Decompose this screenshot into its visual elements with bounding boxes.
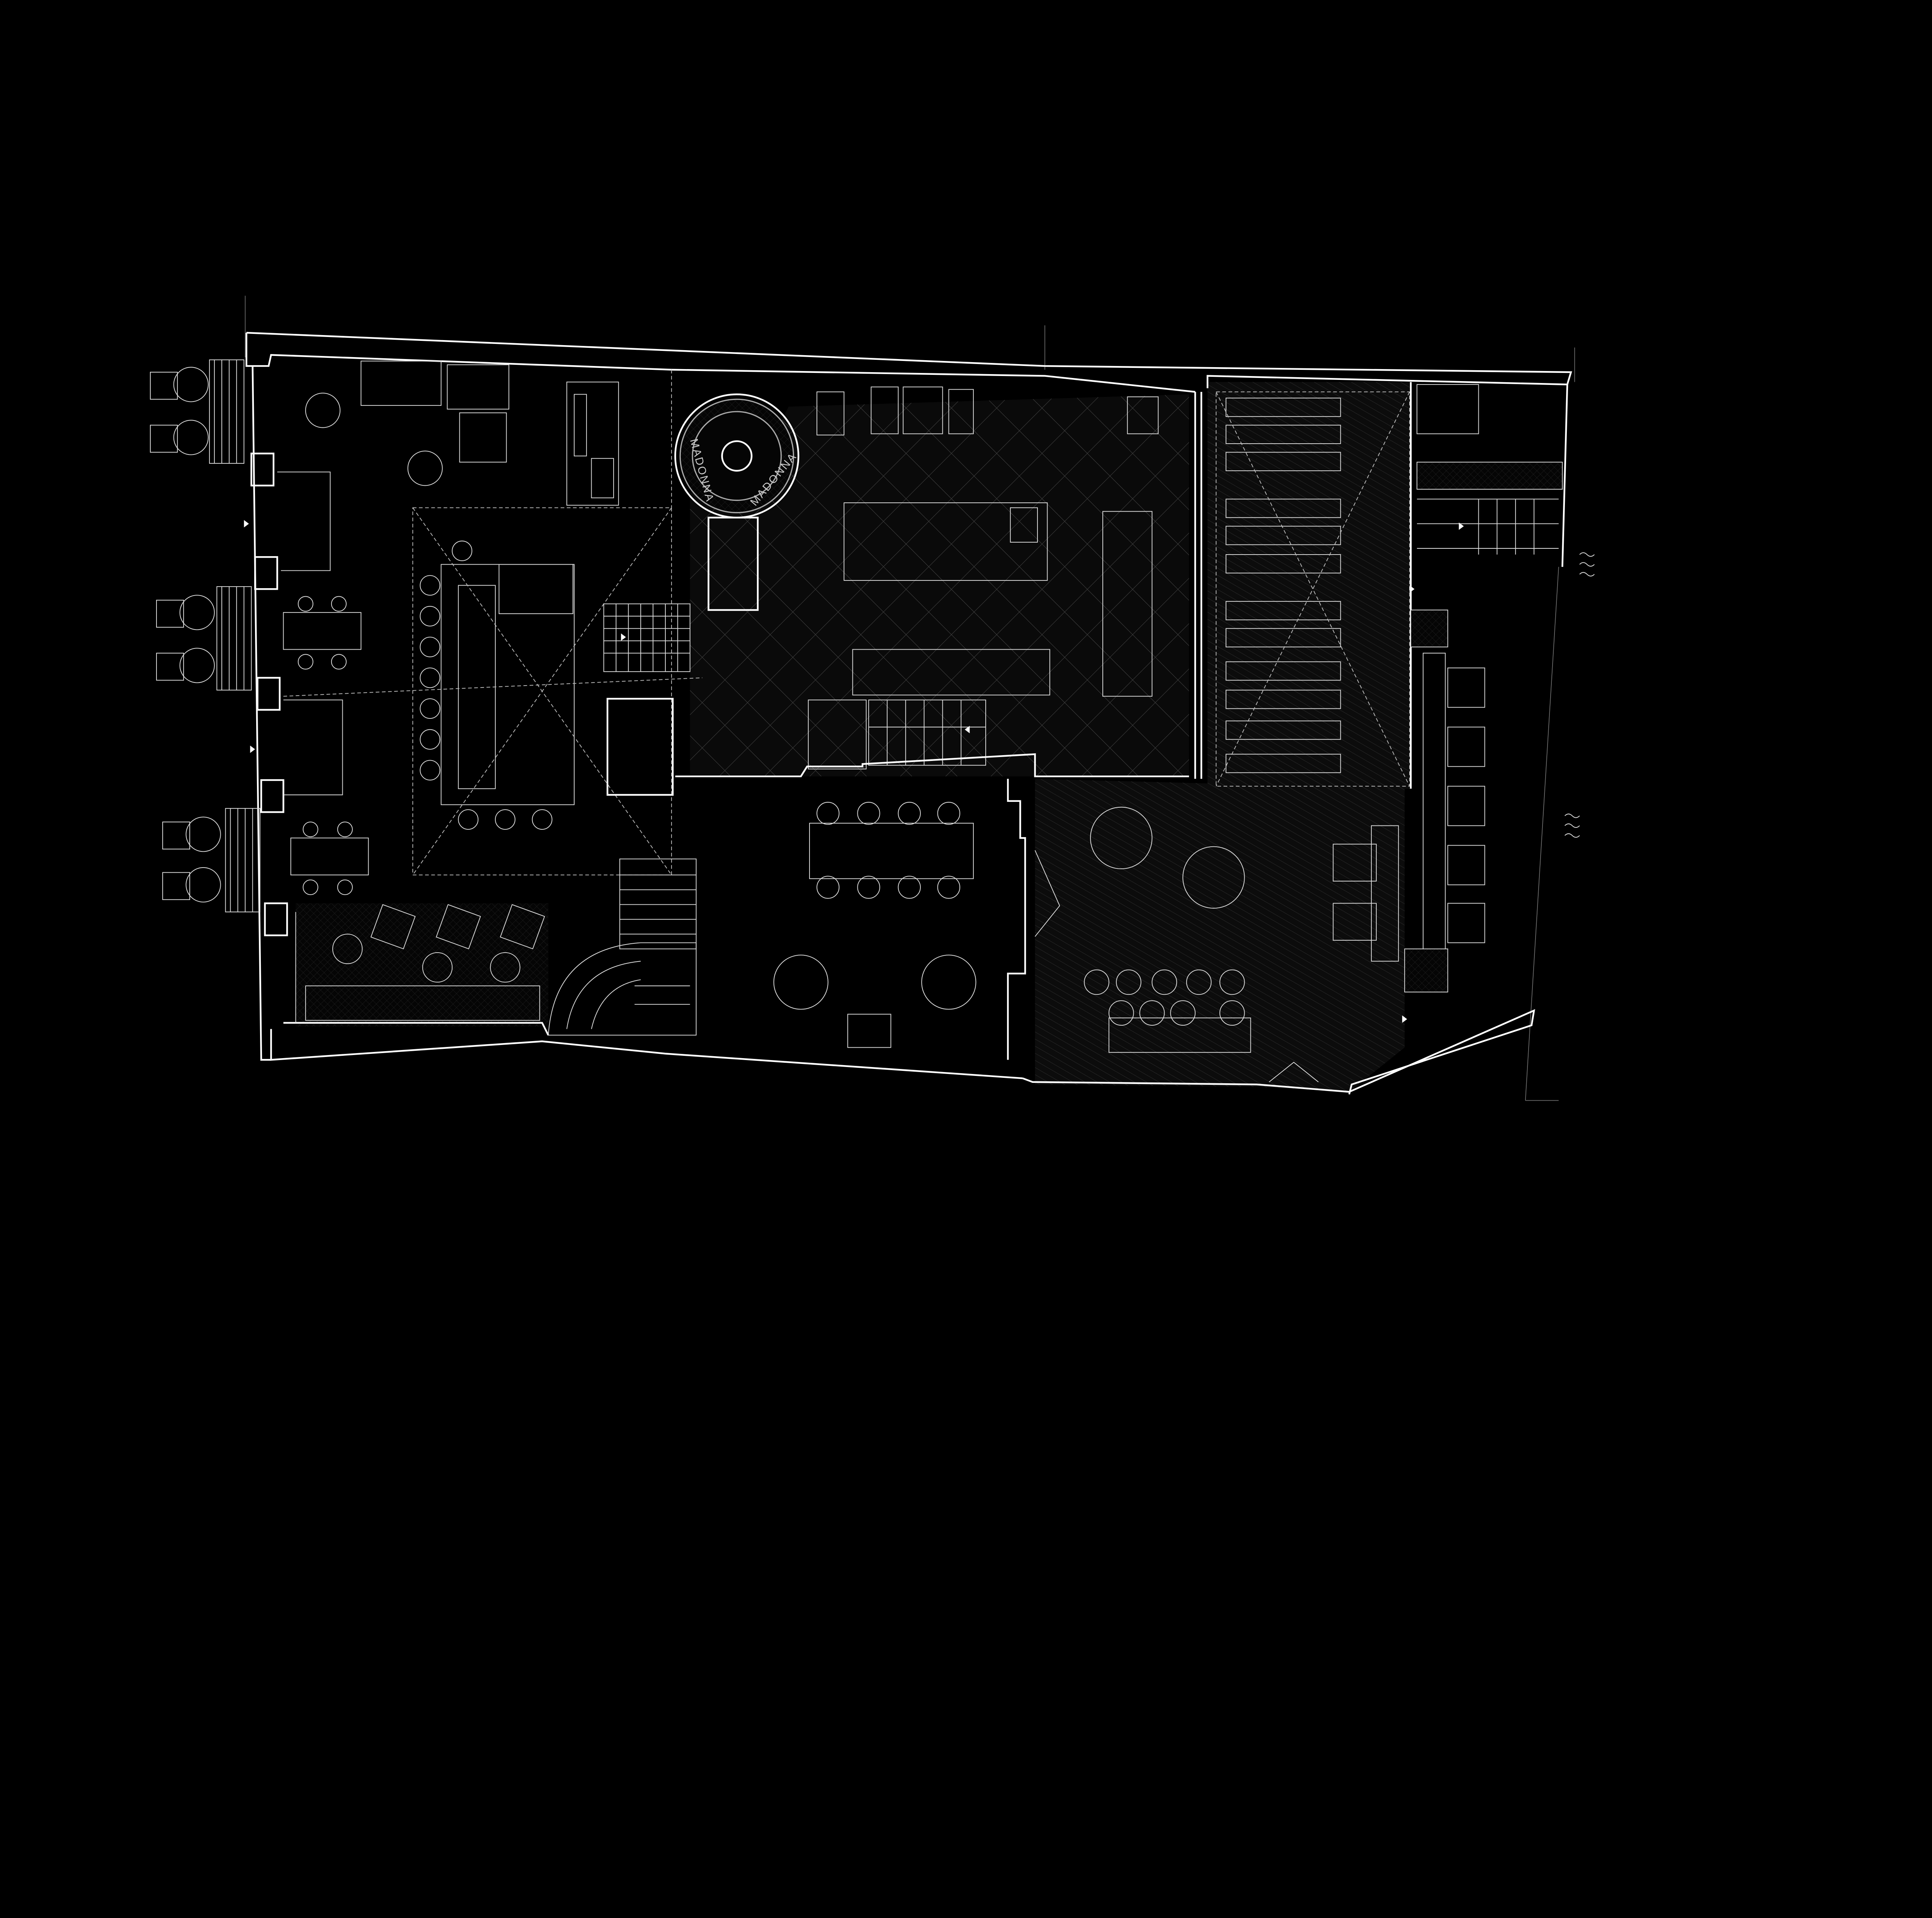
lounge	[295, 904, 545, 1023]
exterior-walls	[245, 332, 1572, 1095]
courtyard-furniture	[1034, 384, 1563, 1082]
facade-pillars	[250, 453, 288, 936]
ceiling-outline	[283, 369, 702, 875]
interior-walls	[675, 382, 1412, 1060]
lounge-floor	[296, 903, 549, 1027]
outdoor-seating	[150, 359, 260, 912]
elevator	[606, 698, 674, 796]
private-dining	[773, 802, 976, 1048]
dining-furniture	[808, 386, 1159, 769]
tables-left	[277, 393, 443, 895]
water-symbols	[1565, 552, 1595, 838]
stairs	[548, 603, 986, 1036]
floor-plan: MADONNA MADONNA	[150, 296, 1595, 1101]
courtyard-floor	[1035, 779, 1405, 1092]
entry-arrows	[244, 520, 1464, 1023]
bench-area-floor	[1207, 382, 1411, 789]
benches	[1225, 398, 1341, 773]
column	[707, 517, 759, 611]
bar-area	[361, 361, 619, 830]
tiled-dining-floor	[690, 394, 1189, 776]
madonna-fountain: MADONNA MADONNA	[674, 393, 799, 519]
